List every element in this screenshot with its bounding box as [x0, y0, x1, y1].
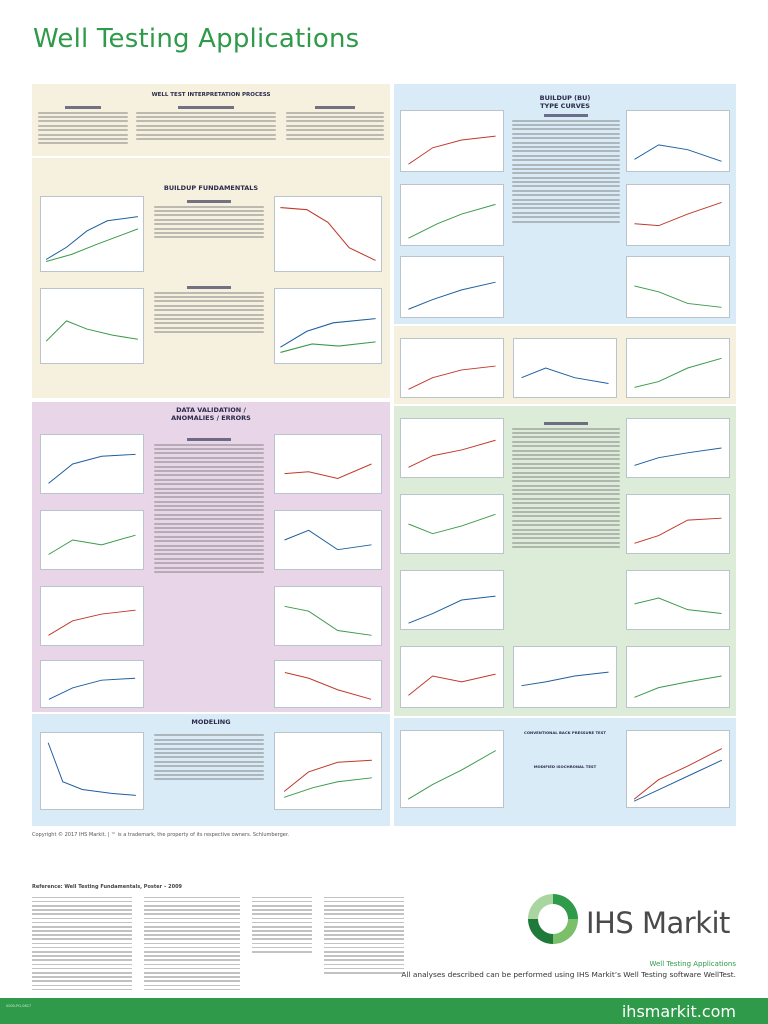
chart-thumb-34: [626, 730, 730, 808]
chart-thumb-33: [400, 730, 504, 808]
website-link[interactable]: ihsmarkit.com: [621, 1002, 736, 1021]
chart-thumb-16: [626, 110, 730, 172]
nomenclature-col-1: [32, 894, 132, 993]
brand-name: IHS Markit: [586, 906, 730, 940]
deliverability-panel: CONVENTIONAL BACK PRESSURE TEST MODIFIED…: [394, 718, 736, 826]
chart-thumb-3: [40, 288, 144, 364]
nomenclature-col-2: [144, 894, 240, 993]
chart-thumb-6: [274, 434, 382, 494]
chart-thumb-7: [40, 510, 144, 570]
chart-thumb-31: [513, 646, 617, 708]
modeling-panel: MODELING: [32, 714, 390, 826]
chart-thumb-25: [626, 418, 730, 478]
type-curves-title-2: TYPE CURVES: [540, 102, 590, 110]
interpretation-step-1: [38, 102, 128, 147]
modeling-text: [154, 732, 264, 783]
chart-thumb-1: [40, 196, 144, 272]
chart-thumb-18: [626, 184, 730, 246]
chart-thumb-4: [274, 288, 382, 364]
chart-thumb-20: [626, 256, 730, 318]
interpretation-title: WELL TEST INTERPRETATION PROCESS: [151, 92, 271, 98]
buildup-text-2: [154, 282, 264, 336]
interpretation-step-2: [136, 102, 276, 142]
buildup-fundamentals-title: BUILDUP FUNDAMENTALS: [163, 184, 259, 192]
chart-thumb-19: [400, 256, 504, 318]
nomenclature: [32, 894, 472, 1004]
data-validation-text: [154, 434, 264, 575]
type-curves-text: [512, 110, 620, 225]
footer-code: 0000-PG-0617: [6, 1004, 32, 1008]
poster: WELL TEST INTERPRETATION PROCESS BUILDUP…: [32, 84, 736, 826]
interpretation-step-3: [286, 102, 384, 142]
chart-thumb-15: [400, 110, 504, 172]
type-curves-title-1: BUILDUP (BU): [539, 94, 591, 102]
data-validation-panel: DATA VALIDATION / ANOMALIES / ERRORS: [32, 402, 390, 712]
buildup-text-1: [154, 196, 264, 241]
copyright-text: Copyright © 2017 IHS Markit. | ™ is a tr…: [32, 832, 290, 838]
chart-thumb-2: [274, 196, 382, 272]
chart-thumb-13: [40, 732, 144, 810]
poster-left-column: WELL TEST INTERPRETATION PROCESS BUILDUP…: [32, 84, 390, 826]
chart-thumb-24: [400, 418, 504, 478]
chart-thumb-9: [40, 586, 144, 646]
conventional-bu-title: CONVENTIONAL BACK PRESSURE TEST: [524, 730, 606, 735]
chart-thumb-14: [274, 732, 382, 810]
modeling-title: MODELING: [191, 718, 231, 726]
page-title: Well Testing Applications: [33, 24, 360, 54]
data-validation-title-2: ANOMALIES / ERRORS: [171, 414, 251, 422]
data-validation-title-1: DATA VALIDATION /: [176, 406, 246, 414]
chart-thumb-12: [274, 660, 382, 708]
type-curves-panel: BUILDUP (BU) TYPE CURVES: [394, 84, 736, 324]
chart-thumb-28: [400, 570, 504, 630]
logo-mark-icon: [528, 894, 578, 944]
chart-thumb-11: [40, 660, 144, 708]
chart-thumb-30: [400, 646, 504, 708]
chart-thumb-29: [626, 570, 730, 630]
tagline-text: All analyses described can be performed …: [401, 970, 736, 979]
footer-bar: 0000-PG-0617 ihsmarkit.com: [0, 998, 768, 1024]
interpretation-panel: WELL TEST INTERPRETATION PROCESS: [32, 84, 390, 156]
boundary-panel: [394, 326, 736, 404]
chart-thumb-32: [626, 646, 730, 708]
chart-thumb-23: [626, 338, 730, 398]
modified-isochronal-title: MODIFIED ISOCHRONAL TEST: [533, 764, 597, 769]
ihs-markit-logo: IHS Markit: [524, 890, 736, 960]
horizontal-composite-text: [512, 418, 620, 551]
chart-thumb-21: [400, 338, 504, 398]
chart-thumb-26: [400, 494, 504, 554]
reference-title: Reference: Well Testing Fundamentals, Po…: [32, 884, 183, 890]
poster-right-column: BUILDUP (BU) TYPE CURVES: [394, 84, 736, 826]
tagline-title: Well Testing Applications: [649, 960, 736, 968]
chart-thumb-5: [40, 434, 144, 494]
nomenclature-col-4: [324, 894, 404, 976]
nomenclature-col-3: [252, 894, 312, 955]
chart-thumb-27: [626, 494, 730, 554]
chart-thumb-22: [513, 338, 617, 398]
chart-thumb-17: [400, 184, 504, 246]
buildup-fundamentals-panel: BUILDUP FUNDAMENTALS: [32, 158, 390, 398]
horizontal-composite-panel: [394, 406, 736, 716]
chart-thumb-8: [274, 510, 382, 570]
reference-notes: Reference: Well Testing Fundamentals, Po…: [32, 884, 472, 1006]
chart-thumb-10: [274, 586, 382, 646]
